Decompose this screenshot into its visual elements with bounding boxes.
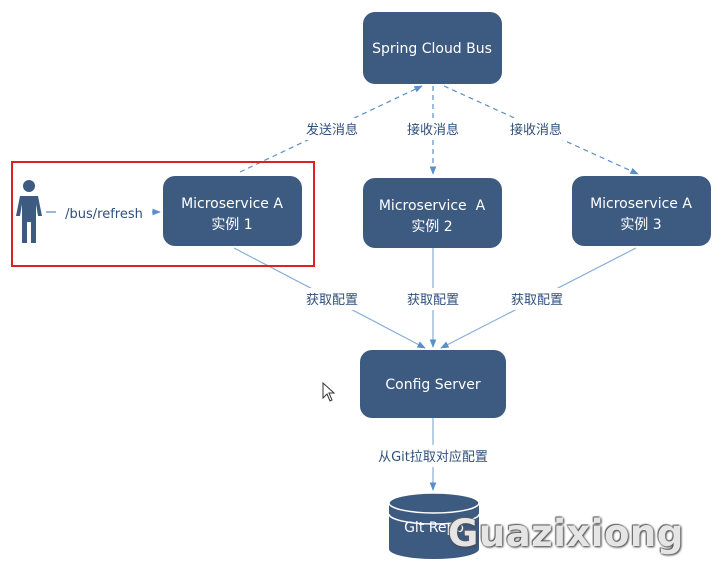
node-spring-cloud-bus: Spring Cloud Bus xyxy=(363,12,502,84)
edge-label-recv-3: 接收消息 xyxy=(510,122,562,138)
node-label-ms3-line2: 实例 3 xyxy=(620,217,661,233)
edge-label-get-config-1: 获取配置 xyxy=(306,293,358,308)
edge-label-get-config-2: 获取配置 xyxy=(407,293,459,308)
node-label-git: Git Repo xyxy=(404,520,464,536)
highlight-box xyxy=(11,161,315,267)
node-label-config: Config Server xyxy=(385,377,481,393)
node-microservice-1: Microservice A 实例 1 xyxy=(163,176,302,246)
edge-label-send: 发送消息 xyxy=(306,122,358,138)
watermark-text: Guazixiong xyxy=(448,512,684,555)
node-config-server: Config Server xyxy=(360,350,506,418)
node-microservice-3: Microservice A 实例 3 xyxy=(572,176,711,246)
node-label-bus: Spring Cloud Bus xyxy=(372,41,492,57)
edge-label-recv-2: 接收消息 xyxy=(407,122,459,138)
user-icon xyxy=(16,180,42,243)
node-label-ms2-line1: Microservice A xyxy=(379,198,486,214)
node-git-repo: Git Repo xyxy=(388,492,480,559)
cursor-icon xyxy=(322,381,336,402)
node-label-ms2-line2: 实例 2 xyxy=(411,219,452,235)
edge-label-refresh: /bus/refresh xyxy=(65,207,143,222)
edge-label-get-config-3: 获取配置 xyxy=(511,293,563,308)
node-label-ms1-line1: Microservice A xyxy=(181,196,283,212)
node-label-ms1-line2: 实例 1 xyxy=(211,217,252,233)
edge-label-pull-git: 从Git拉取对应配置 xyxy=(378,449,488,465)
node-microservice-2: Microservice A 实例 2 xyxy=(363,178,502,248)
node-label-ms3-line1: Microservice A xyxy=(590,196,692,212)
